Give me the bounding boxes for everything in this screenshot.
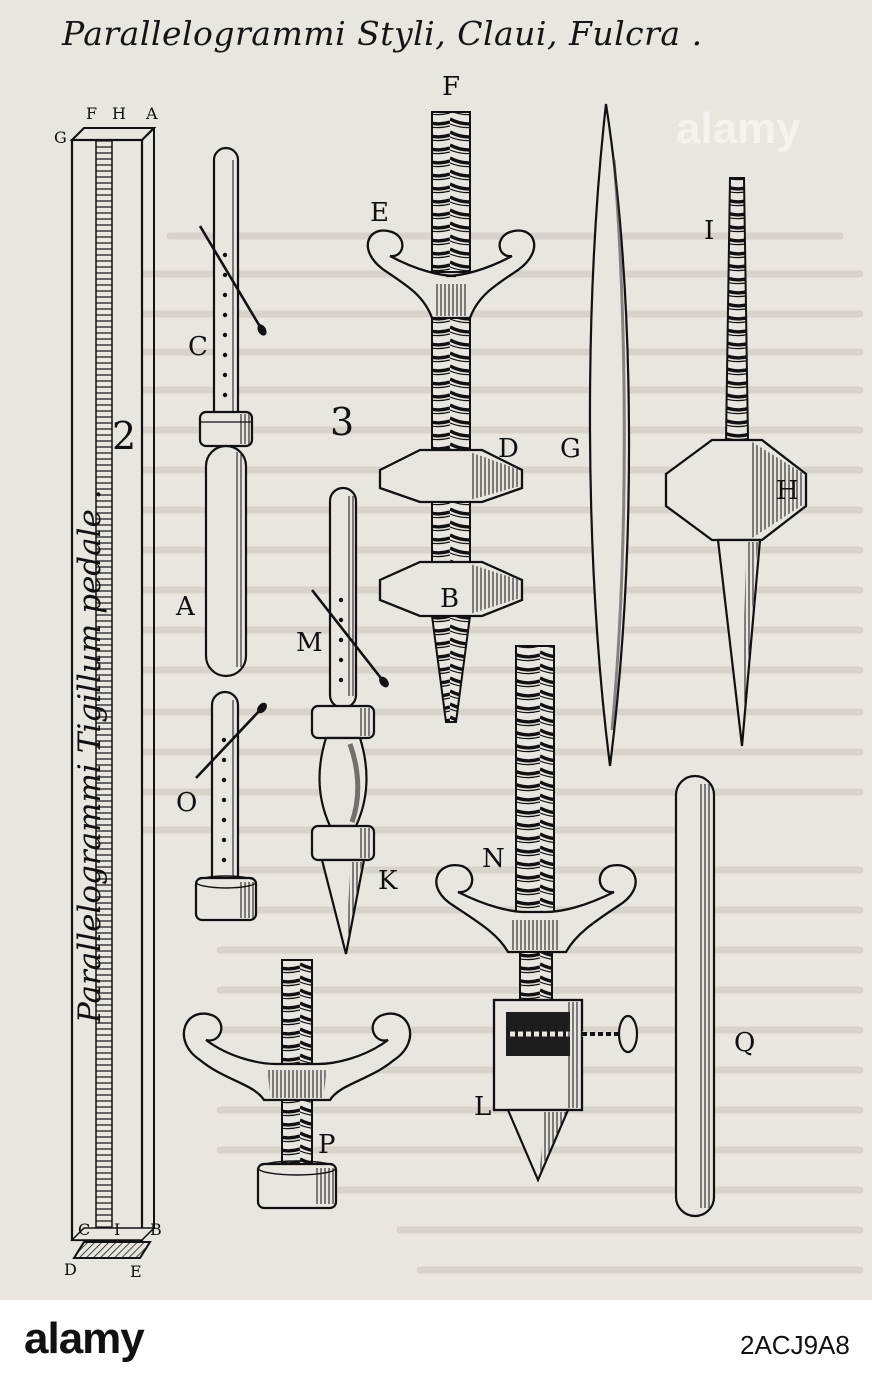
- figure-letter-h: H: [776, 476, 799, 506]
- figure-letter-f: F: [442, 72, 461, 102]
- plate-title: Parallelogrammi Styli, Claui, Fulcra .: [62, 14, 703, 53]
- ruler-letter-e: E: [130, 1262, 142, 1281]
- engraved-page: Parallelogrammi Styli, Claui, Fulcra .: [54, 14, 864, 1281]
- ruler-letter-g: G: [54, 128, 67, 147]
- brand-logo: alamy: [24, 1314, 145, 1363]
- figure-spindle-g: [588, 103, 631, 767]
- ruler-letter-d: D: [64, 1260, 77, 1279]
- figure-stylus-o: [194, 690, 267, 922]
- figure-stylus-ca: [198, 146, 267, 678]
- figure-letter-a: A: [176, 592, 195, 622]
- figure-screw-ih: [664, 177, 808, 747]
- figure-letter-p: P: [318, 1130, 336, 1160]
- figure-letter-k: K: [378, 866, 398, 896]
- ruler-letter-c: C: [78, 1220, 91, 1239]
- figure-letter-m: M: [296, 628, 323, 658]
- figure-letter-d: D: [498, 434, 519, 464]
- figure-letter-n: N: [482, 844, 505, 874]
- figure-letter-l: L: [474, 1092, 492, 1122]
- figure-letter-e: E: [370, 198, 389, 228]
- ruler: [69, 127, 157, 1259]
- figure-number-2: 2: [112, 414, 137, 458]
- figure-screw-p: [182, 959, 412, 1210]
- stock-image-id: 2ACJ9A8: [740, 1330, 850, 1360]
- stock-footer: [0, 1300, 872, 1390]
- ruler-letter-a: A: [146, 104, 158, 123]
- figure-letter-q: Q: [734, 1028, 756, 1058]
- figure-letter-i: I: [704, 216, 715, 246]
- ruler-letter-i: I: [114, 1220, 121, 1239]
- figure-letter-b: B: [440, 584, 460, 614]
- ruler-letter-h: H: [112, 104, 126, 123]
- figure-screw-fedb: [366, 111, 536, 723]
- figure-letter-c: C: [188, 332, 208, 362]
- figure-stylus-mk: [310, 486, 389, 955]
- ruler-letter-b: B: [150, 1220, 162, 1239]
- figure-number-3: 3: [330, 400, 355, 444]
- figure-screw-nl: [435, 645, 639, 1183]
- figure-rod-q: [674, 774, 716, 1218]
- ruler-caption: Parallelogrammi Tigillum pedale .: [72, 489, 108, 1023]
- figure-letter-g: G: [560, 434, 581, 464]
- figure-letter-o: O: [176, 788, 198, 818]
- engraving-illustration: [69, 103, 808, 1259]
- watermark: alamy: [676, 104, 801, 153]
- ruler-letter-f: F: [86, 104, 98, 123]
